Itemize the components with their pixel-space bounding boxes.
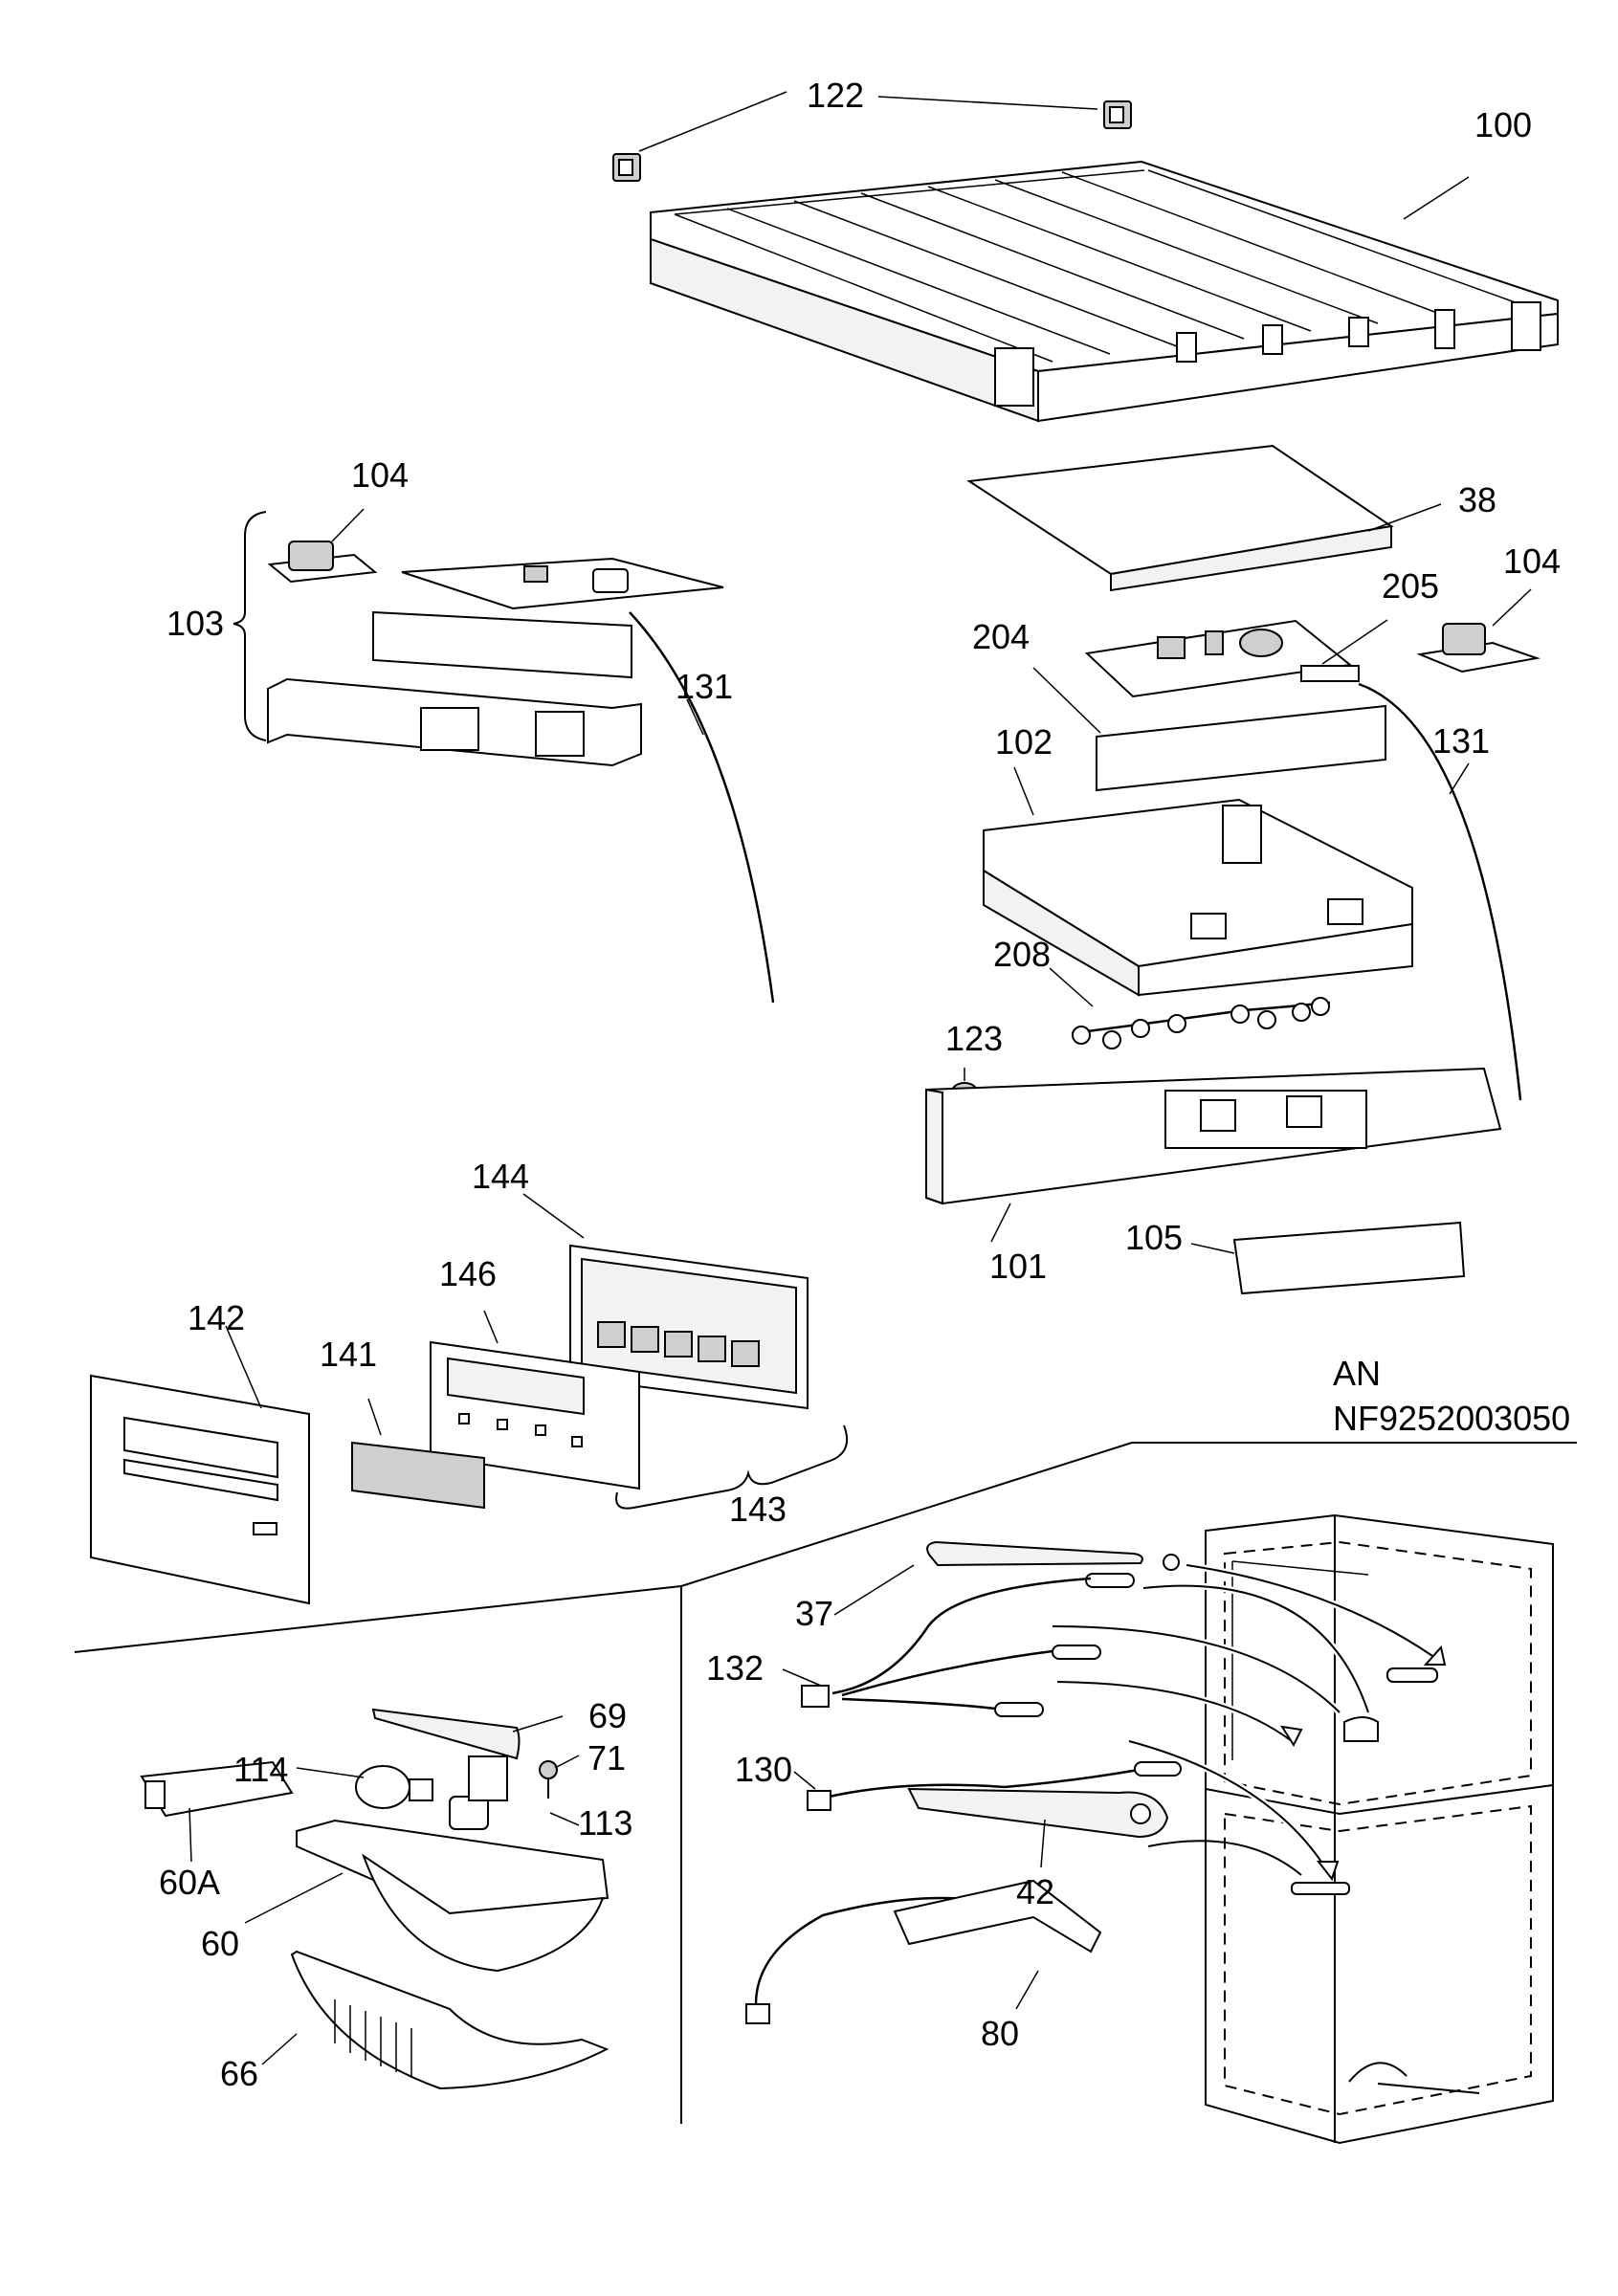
callout-101: 101 (989, 1247, 1047, 1286)
callout-204: 204 (972, 617, 1030, 656)
part-204-insulation (1032, 667, 1386, 792)
part-113-socket (549, 1812, 580, 1826)
callout-80: 80 (981, 2014, 1019, 2053)
part-130-freezer-sensor (793, 1761, 1182, 1811)
callout-105: 105 (1125, 1218, 1183, 1257)
callout-130: 130 (735, 1750, 792, 1789)
part-105-trim (1190, 1221, 1466, 1295)
callout-100: 100 (1474, 105, 1532, 144)
part-37-evaporator-sensor (833, 1540, 1180, 1616)
sensor-mount-upper (1291, 1667, 1480, 2094)
part-lamp-holder (449, 1755, 508, 1830)
part-71-screw (539, 1755, 580, 1799)
callout-114: 114 (233, 1750, 288, 1789)
callout-60A: 60A (159, 1863, 220, 1902)
callout-102: 102 (995, 722, 1053, 762)
callout-38: 38 (1458, 480, 1496, 519)
part-114-bulb (296, 1765, 433, 1809)
part-103-group-left (233, 508, 775, 1004)
callout-113: 113 (578, 1803, 632, 1843)
part-141-lens (351, 1398, 485, 1510)
callout-60: 60 (201, 1924, 239, 1963)
callout-144: 144 (472, 1157, 529, 1196)
callout-104-right: 104 (1503, 541, 1561, 581)
part-60A-bracket (140, 1760, 294, 1863)
callout-37: 37 (795, 1594, 833, 1633)
callout-104-left: 104 (351, 455, 409, 495)
part-205-control-board (1084, 619, 1388, 698)
callout-131-left: 131 (676, 667, 733, 706)
part-60-lamp-housing (244, 1819, 610, 1973)
callout-146: 146 (439, 1254, 497, 1293)
callout-205: 205 (1382, 566, 1439, 606)
callout-141: 141 (320, 1335, 377, 1374)
callout-labels: 122 100 104 103 131 38 104 205 204 102 1… (159, 76, 1570, 2093)
callout-123: 123 (945, 1019, 1003, 1058)
callout-122: 122 (807, 76, 864, 115)
part-142-front-cover (90, 1325, 310, 1605)
part-66-lamp-grille (261, 1950, 610, 2090)
part-131-right-cable (1358, 682, 1522, 1101)
assembly-arrows (1052, 1561, 1448, 1882)
callout-103: 103 (166, 604, 224, 643)
part-146-display-board (430, 1310, 640, 1490)
callout-132: 132 (706, 1648, 764, 1688)
callout-71: 71 (587, 1738, 626, 1777)
callout-208: 208 (993, 935, 1051, 974)
callout-42: 42 (1016, 1872, 1054, 1911)
part-100-top-cover (650, 160, 1559, 423)
part-101-front-panel (925, 1067, 1502, 1243)
part-144-display-frame (522, 1193, 809, 1410)
part-208-harness (1049, 967, 1331, 1049)
part-132-sensor-harness (782, 1577, 1101, 1717)
section-dividers (74, 1442, 1577, 2124)
callout-66: 66 (220, 2054, 258, 2093)
callout-143: 143 (729, 1490, 787, 1529)
callout-142: 142 (188, 1298, 245, 1337)
part-42-freezer-evaporator-sensor (907, 1787, 1169, 1868)
part-38-cover-plate (966, 444, 1442, 592)
part-102-housing (983, 766, 1413, 997)
document-code-line2: NF9252003050 (1333, 1399, 1570, 1438)
part-122-clips (612, 91, 1132, 182)
document-code-line1: AN (1333, 1354, 1381, 1393)
callout-131-right: 131 (1432, 721, 1490, 761)
fridge-cabinet-outline (1205, 1513, 1554, 2145)
part-143-brace (615, 1424, 848, 1510)
part-80-drain-heater (745, 1879, 1102, 2024)
part-104-right-relay (1416, 588, 1540, 673)
part-69-lamp-cover (371, 1708, 564, 1760)
callout-69: 69 (588, 1696, 627, 1735)
